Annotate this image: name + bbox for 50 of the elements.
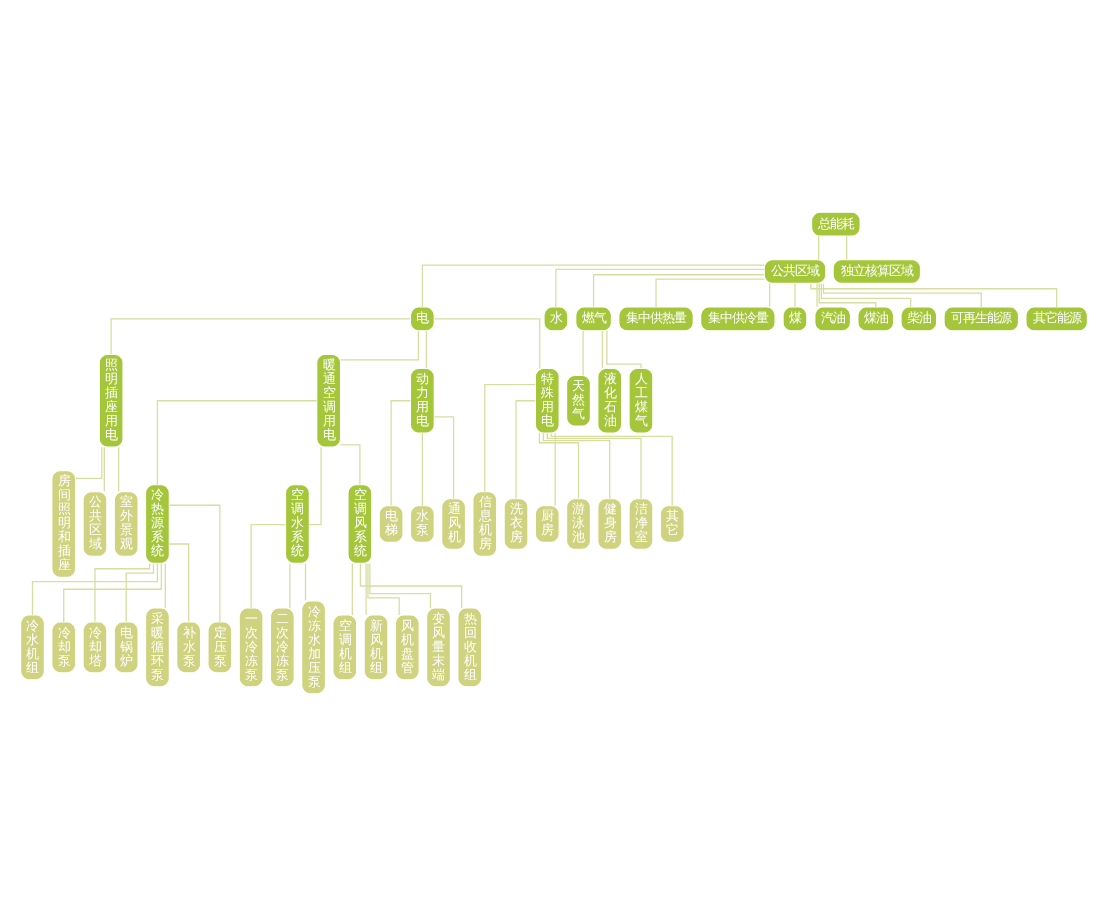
connector (818, 235, 820, 261)
connector (359, 563, 463, 609)
connector (816, 282, 818, 308)
connector (515, 400, 536, 500)
connector (655, 278, 765, 308)
connector (822, 283, 982, 308)
connector (606, 330, 642, 369)
connector (125, 563, 155, 623)
connector (546, 432, 642, 500)
connector (820, 282, 912, 308)
connector (542, 432, 611, 500)
connector (601, 330, 604, 369)
connector (433, 318, 541, 370)
connector (94, 563, 151, 623)
connector (769, 282, 771, 308)
connector (75, 446, 103, 479)
connector (421, 432, 423, 507)
connector (794, 282, 796, 308)
connector (250, 523, 286, 609)
connector (31, 562, 159, 616)
connector (846, 235, 848, 261)
connector (351, 562, 353, 616)
connector (340, 444, 361, 486)
connector (103, 446, 105, 493)
connector (304, 562, 307, 602)
connector (164, 562, 166, 609)
connector (118, 446, 120, 493)
connector (550, 432, 673, 507)
connector (367, 562, 400, 616)
connector (433, 416, 455, 500)
connector (425, 330, 427, 369)
connector (818, 282, 877, 308)
connector (63, 562, 163, 623)
connector (340, 330, 420, 361)
connector (168, 504, 221, 623)
connector (365, 562, 367, 616)
connector (554, 432, 556, 507)
connector (168, 543, 190, 623)
connector (390, 400, 411, 506)
connector (484, 383, 536, 493)
connector (582, 330, 584, 377)
connector (308, 446, 322, 526)
connector (421, 264, 765, 308)
connector (538, 432, 580, 499)
connector (110, 318, 411, 355)
connector (369, 563, 432, 609)
connector (592, 274, 765, 308)
connector (289, 562, 291, 609)
connector (156, 400, 318, 486)
connector (555, 268, 765, 308)
